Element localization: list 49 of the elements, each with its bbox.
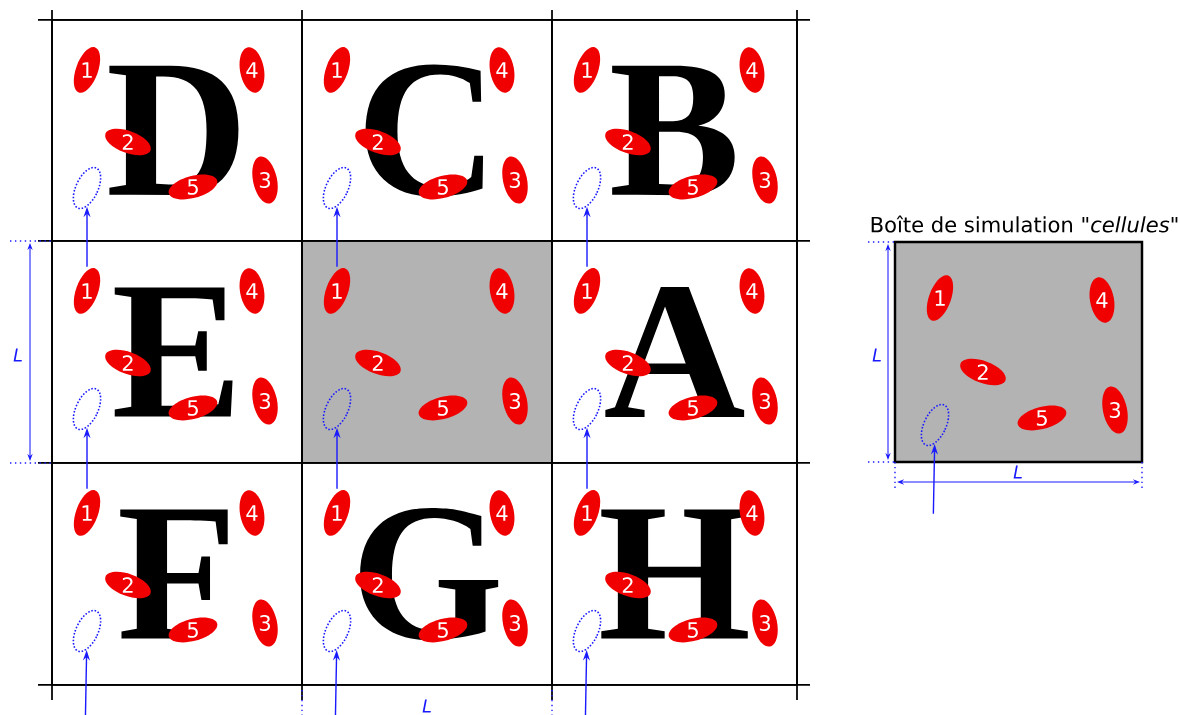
particle: 1 xyxy=(926,275,954,321)
particle: 4 xyxy=(489,47,515,93)
particle: 3 xyxy=(752,599,778,647)
particle: 1 xyxy=(73,490,101,536)
particle: 3 xyxy=(1102,386,1128,434)
ghost-particle xyxy=(322,166,352,210)
node-label: Boîte de simulation "cellules" xyxy=(871,215,1178,233)
ghost-particle xyxy=(920,403,950,447)
particle: 4 xyxy=(489,268,515,314)
particle: 1 xyxy=(573,47,601,93)
particle: 4 xyxy=(239,47,265,93)
particle: 1 xyxy=(73,268,101,314)
ghost-particle xyxy=(572,609,602,653)
particle: 2 xyxy=(355,349,401,377)
particle: 1 xyxy=(573,268,601,314)
particle: 3 xyxy=(502,156,528,204)
particle: 2 xyxy=(960,358,1006,386)
dimension-label: L xyxy=(872,348,881,362)
particle: 3 xyxy=(752,377,778,425)
ghost-particle xyxy=(572,387,602,431)
ghost-particle xyxy=(72,387,102,431)
particle: 4 xyxy=(239,268,265,314)
ghost-particle xyxy=(572,166,602,210)
particle: 5 xyxy=(418,395,468,421)
dimension-label: L xyxy=(1013,465,1022,479)
dimension-label: L xyxy=(13,348,22,362)
dimension-label: L xyxy=(422,699,431,713)
particle: 4 xyxy=(1089,277,1115,323)
particle: 1 xyxy=(573,490,601,536)
particle: 1 xyxy=(323,490,351,536)
ghost-particle xyxy=(72,609,102,653)
particle: 5 xyxy=(1017,405,1067,431)
ghost-particle xyxy=(322,609,352,653)
particle: 1 xyxy=(323,268,351,314)
particle: 1 xyxy=(73,47,101,93)
particle: 4 xyxy=(739,268,765,314)
particle: 3 xyxy=(752,156,778,204)
ghost-particle xyxy=(72,166,102,210)
particle: 4 xyxy=(239,490,265,536)
particle: 3 xyxy=(252,377,278,425)
particle: 3 xyxy=(502,377,528,425)
particle: 4 xyxy=(489,490,515,536)
shaded-cell xyxy=(301,240,553,464)
particle: 3 xyxy=(252,156,278,204)
particle: 3 xyxy=(502,599,528,647)
particle: 4 xyxy=(739,47,765,93)
particle: 3 xyxy=(252,599,278,647)
particle: 1 xyxy=(323,47,351,93)
ghost-particle xyxy=(322,387,352,431)
